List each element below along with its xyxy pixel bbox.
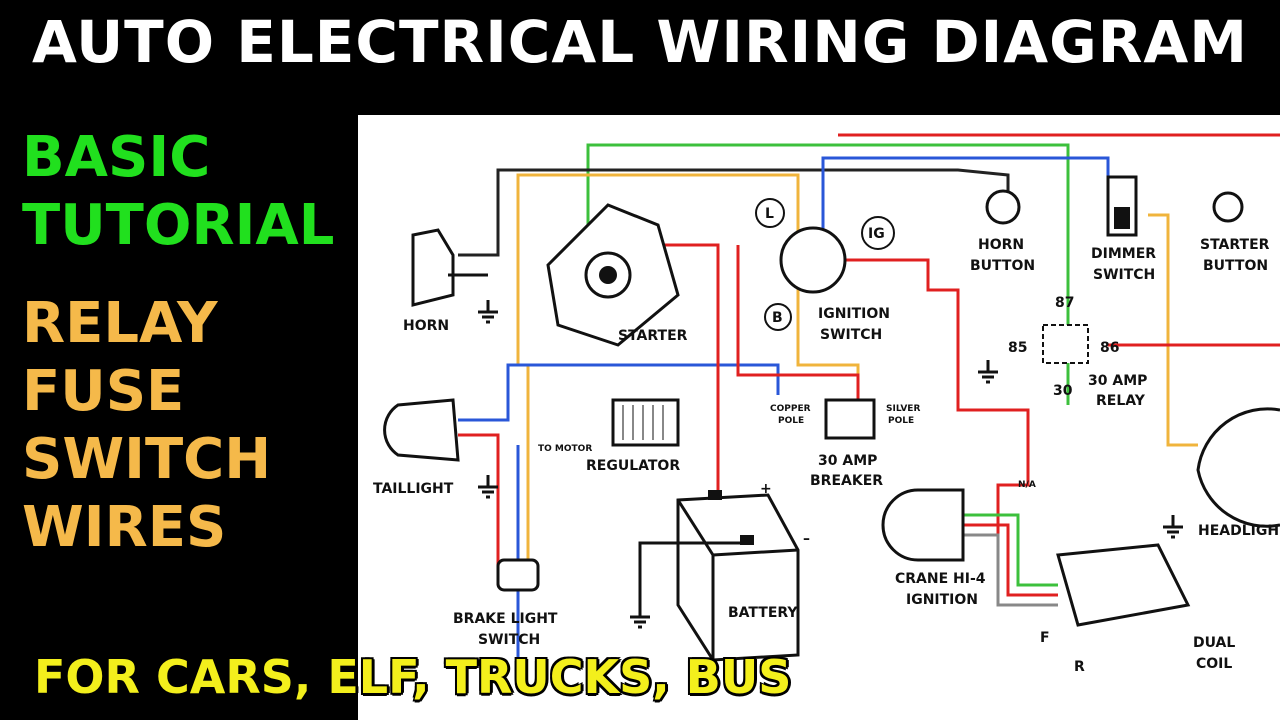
ground-icon [478, 475, 498, 499]
copper-pole-label-2: POLE [778, 416, 804, 426]
starter-icon [546, 203, 680, 347]
wire-black [458, 168, 1010, 257]
copper-pole-label-1: COPPER [770, 404, 811, 414]
footer-caption: FOR CARS, ELF, TRUCKS, BUS [34, 650, 792, 704]
page-title: AUTO ELECTRICAL WIRING DIAGRAM [31, 8, 1249, 76]
sidebar-relay: RELAY [22, 291, 218, 356]
horn-button-icon [985, 189, 1021, 225]
starter-button-label-2: BUTTON [1203, 258, 1268, 274]
ground-icon [478, 300, 498, 324]
dual-coil-label-1: DUAL [1193, 635, 1235, 651]
battery-minus-label: – [803, 531, 810, 547]
brake-light-switch-label-2: SWITCH [478, 632, 540, 648]
ignition-switch-label-1: IGNITION [818, 306, 890, 322]
dual-coil-label-2: COIL [1196, 656, 1232, 672]
terminal-b-label: B [772, 310, 783, 326]
battery-plus-label: + [760, 481, 772, 497]
ignition-switch-icon [779, 226, 847, 294]
starter-label: STARTER [618, 328, 688, 344]
wire-bundle-coil [963, 513, 1058, 587]
sidebar-wires: WIRES [22, 495, 227, 560]
dual-coil-icon [1056, 543, 1191, 627]
relay-icon [1042, 324, 1089, 364]
battery-icon [676, 490, 800, 662]
wiring-diagram: HORN STARTER L IG B IGNITION SWITCH HORN… [373, 133, 1280, 675]
horn-label: HORN [403, 318, 449, 334]
sidebar-switch: SWITCH [22, 427, 272, 492]
regulator-label: REGULATOR [586, 458, 680, 474]
relay-86-label: 86 [1100, 340, 1119, 356]
headlight-icon [1196, 407, 1280, 528]
relay-87-label: 87 [1055, 295, 1074, 311]
regulator-icon [611, 398, 680, 447]
starter-button-icon [1212, 191, 1244, 223]
dimmer-switch-label-2: SWITCH [1093, 267, 1155, 283]
ignition-switch-label-2: SWITCH [820, 327, 882, 343]
terminal-l-icon [755, 198, 785, 228]
coil-f-label: F [1040, 630, 1050, 646]
ignition-module-label-1: CRANE HI-4 [895, 571, 986, 587]
sidebar-basic: BASIC [22, 125, 211, 190]
wiring-diagram-panel: HORN STARTER L IG B IGNITION SWITCH HORN… [358, 115, 1280, 720]
taillight-icon [383, 398, 460, 462]
breaker-label-1: 30 AMP [818, 453, 877, 469]
to-motor-label: TO MOTOR [538, 444, 592, 454]
terminal-b-icon [764, 303, 792, 331]
relay-85-label: 85 [1008, 340, 1027, 356]
ground-icon [1163, 515, 1183, 539]
relay-30-label: 30 [1053, 383, 1073, 399]
breaker-icon [824, 398, 876, 440]
dimmer-switch-label-1: DIMMER [1091, 246, 1156, 262]
relay-label-1: 30 AMP [1088, 373, 1147, 389]
wire-red-tail [458, 433, 500, 585]
sidebar-tutorial: TUTORIAL [22, 193, 335, 258]
na-label: N/A [1018, 480, 1036, 490]
ground-icon [978, 360, 998, 384]
ignition-module-icon [881, 488, 965, 562]
starter-button-label-1: STARTER [1200, 237, 1270, 253]
horn-icon [411, 228, 488, 307]
ignition-module-label-2: IGNITION [906, 592, 978, 608]
breaker-label-2: BREAKER [810, 473, 883, 489]
ground-icon [630, 605, 650, 629]
horn-button-label-2: BUTTON [970, 258, 1035, 274]
terminal-ig-icon [861, 216, 895, 250]
headlight-label: HEADLIGHT [1198, 523, 1280, 539]
wire-bundle-coil-3 [963, 533, 1058, 607]
silver-pole-label-1: SILVER [886, 404, 920, 414]
taillight-label: TAILLIGHT [373, 481, 454, 497]
wire-red-ign [838, 258, 1030, 575]
brake-light-switch-icon [496, 558, 540, 592]
terminal-l-label: L [765, 206, 774, 222]
relay-label-2: RELAY [1096, 393, 1146, 409]
silver-pole-label-2: POLE [888, 416, 914, 426]
battery-label: BATTERY [728, 605, 798, 621]
wire-bundle-coil-2 [963, 523, 1058, 597]
sidebar-fuse: FUSE [22, 359, 185, 424]
wire-yellow-right [1148, 213, 1198, 447]
wire-red-battery [736, 245, 860, 405]
horn-button-label-1: HORN [978, 237, 1024, 253]
wire-red [658, 243, 720, 495]
terminal-ig-label: IG [868, 226, 885, 242]
brake-light-switch-label-1: BRAKE LIGHT [453, 611, 558, 627]
coil-r-label: R [1074, 659, 1085, 675]
